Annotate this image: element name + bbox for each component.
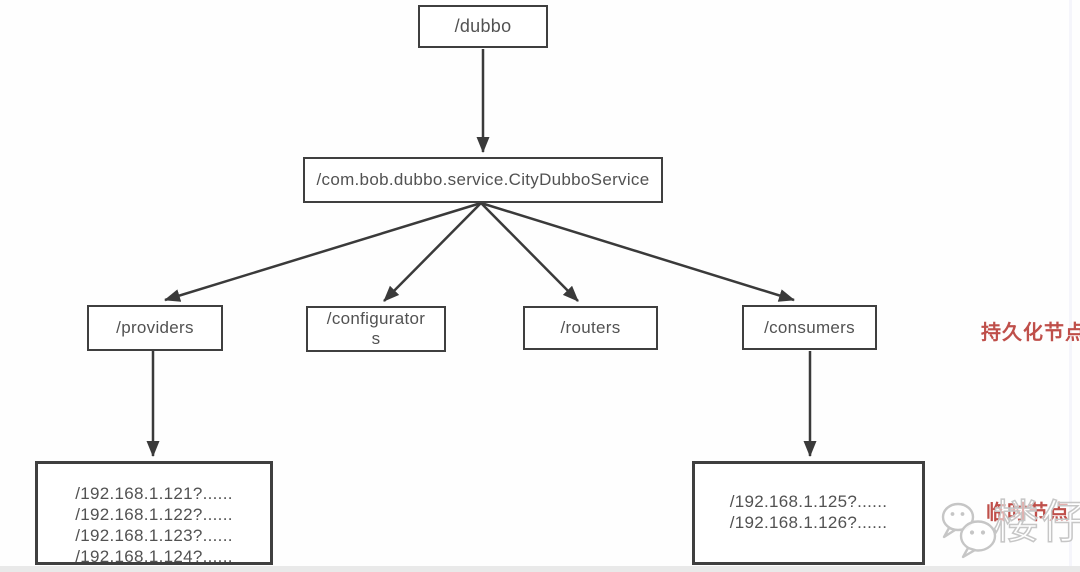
node-routers-label: /routers bbox=[560, 318, 621, 338]
node-dubbo: /dubbo bbox=[418, 5, 548, 48]
right-edge-strip bbox=[1069, 0, 1072, 572]
node-routers: /routers bbox=[523, 306, 658, 350]
node-provider-ips: /192.168.1.121?...... /192.168.1.122?...… bbox=[35, 461, 273, 566]
provider-ip-1: /192.168.1.121?...... bbox=[75, 484, 233, 503]
edge-service-consumers bbox=[480, 201, 795, 302]
annotation-persistent-node: 持久化节点 bbox=[981, 322, 1080, 344]
node-service-label: /com.bob.dubbo.service.CityDubboService bbox=[316, 170, 650, 190]
consumer-ip-2: /192.168.1.126?...... bbox=[729, 513, 888, 532]
edge-service-routers bbox=[480, 202, 579, 302]
edge-service-configurators bbox=[383, 202, 482, 302]
annotation-ephemeral-node: 临时节点 bbox=[986, 502, 1070, 524]
node-consumers: /consumers bbox=[742, 305, 877, 350]
watermark-text: 楼仔 bbox=[992, 495, 1080, 549]
node-consumers-label: /consumers bbox=[764, 317, 855, 337]
edge-service-providers bbox=[164, 201, 482, 302]
node-consumer-ips: /192.168.1.125?...... /192.168.1.126?...… bbox=[692, 461, 925, 565]
watermark: 楼仔 bbox=[938, 495, 1080, 566]
bottom-edge-strip bbox=[0, 566, 1080, 572]
node-configurators: /configurator s bbox=[306, 306, 446, 352]
provider-ip-3: /192.168.1.123?...... bbox=[75, 526, 233, 545]
provider-ip-4: /192.168.1.124?...... bbox=[75, 547, 233, 566]
node-dubbo-label: /dubbo bbox=[454, 16, 512, 37]
node-service: /com.bob.dubbo.service.CityDubboService bbox=[303, 157, 663, 203]
node-configurators-label-line1: /configurator bbox=[326, 309, 426, 329]
consumer-ip-1: /192.168.1.125?...... bbox=[729, 492, 888, 511]
provider-ip-2: /192.168.1.122?...... bbox=[75, 505, 233, 524]
wechat-logo-icon bbox=[941, 502, 997, 559]
node-providers-label: /providers bbox=[116, 318, 194, 338]
node-providers: /providers bbox=[87, 305, 223, 351]
node-configurators-label-line2: s bbox=[371, 329, 381, 348]
